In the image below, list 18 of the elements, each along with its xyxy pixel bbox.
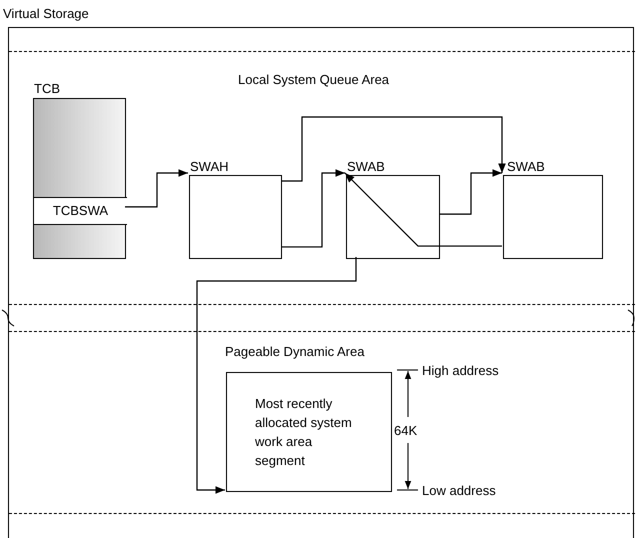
area-title: Local System Queue Area bbox=[238, 71, 390, 89]
segment-box bbox=[226, 372, 392, 492]
connector-arrow bbox=[281, 116, 506, 182]
field-slot bbox=[34, 197, 127, 225]
segment-text: Most recently allocated system work area segment bbox=[254, 395, 353, 470]
connector-arrow bbox=[281, 169, 345, 248]
connector-arrow bbox=[196, 257, 357, 494]
connector-arrow bbox=[125, 169, 188, 208]
field-text: TCBSWA bbox=[52, 202, 108, 220]
block-heading: SWAH bbox=[190, 158, 229, 176]
block-heading: SWAB bbox=[507, 158, 545, 176]
connector-arrow bbox=[344, 172, 502, 247]
block-heading: TCB bbox=[34, 80, 60, 98]
queue-area-band bbox=[9, 51, 635, 305]
area-title: Pageable Dynamic Area bbox=[225, 343, 364, 361]
connector-arrow bbox=[439, 169, 502, 215]
frame-heading: Virtual Storage bbox=[3, 5, 89, 23]
block-heading: SWAB bbox=[347, 158, 385, 176]
